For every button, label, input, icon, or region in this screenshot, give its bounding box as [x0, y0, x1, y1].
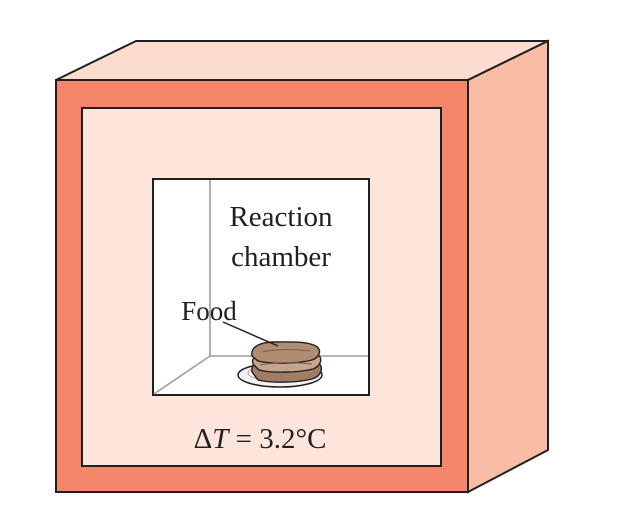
temperature-change-label: ΔT = 3.2°C — [194, 423, 327, 455]
delta-symbol: Δ — [194, 423, 213, 455]
delta-variable: T — [212, 423, 230, 455]
reaction-label-line1: Reaction — [229, 201, 333, 233]
food-leader-line — [222, 321, 279, 347]
box-top-face — [55, 40, 549, 81]
reaction-label-line2: chamber — [231, 241, 331, 273]
food-label: Food — [181, 296, 237, 326]
box-side-face — [467, 39, 549, 494]
food-icon — [251, 341, 323, 383]
delta-value: = 3.2°C — [228, 423, 326, 455]
reaction-chamber — [152, 178, 370, 396]
